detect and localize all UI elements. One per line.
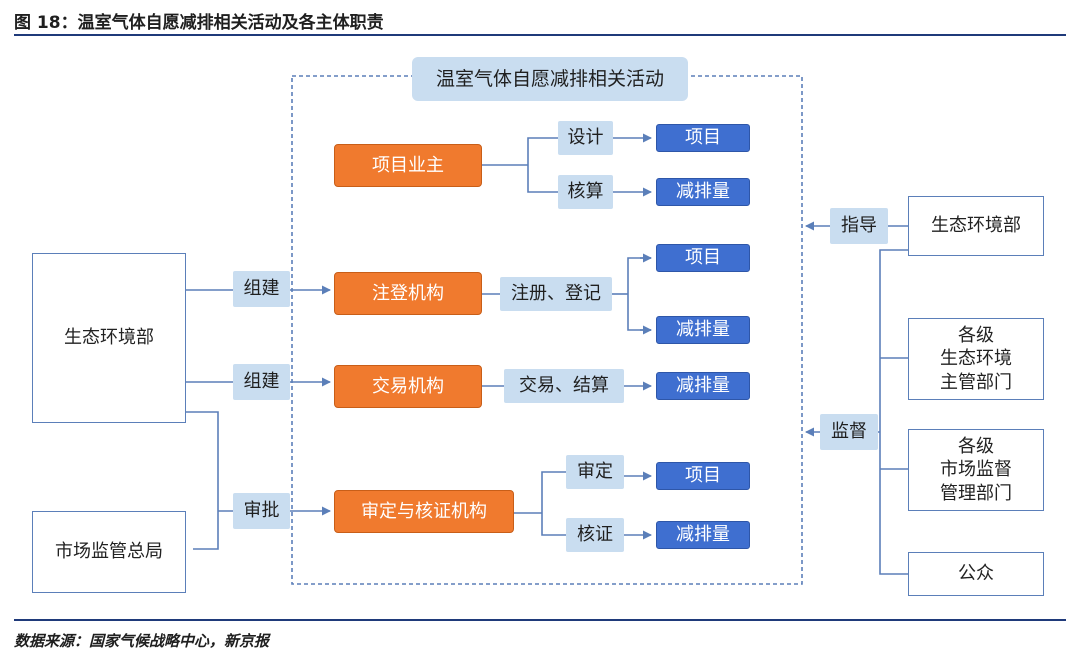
public-box: 公众: [908, 552, 1044, 596]
guide-label: 指导: [830, 208, 888, 244]
exchange-box: 交易机构: [334, 365, 482, 408]
project-owner-box: 项目业主: [334, 144, 482, 187]
output-reduction-3: 减排量: [656, 372, 750, 400]
trade-label: 交易、结算: [504, 369, 624, 403]
build-label-1: 组建: [233, 271, 290, 307]
activity-label: 温室气体自愿减排相关活动: [412, 57, 688, 101]
output-project-2: 项目: [656, 244, 750, 272]
output-reduction-4: 减排量: [656, 521, 750, 549]
calc-label: 核算: [558, 175, 613, 209]
output-reduction-1: 减排量: [656, 178, 750, 206]
build-label-2: 组建: [233, 364, 290, 400]
output-reduction-2: 减排量: [656, 316, 750, 344]
output-project-3: 项目: [656, 462, 750, 490]
supervise-label: 监督: [820, 414, 878, 450]
design-label: 设计: [558, 121, 613, 155]
mee-left-box: 生态环境部: [32, 253, 186, 423]
title-rule: [14, 34, 1066, 36]
registry-box: 注登机构: [334, 272, 482, 315]
local-market-box: 各级 市场监督 管理部门: [908, 429, 1044, 511]
register-label: 注册、登记: [500, 277, 612, 311]
verify-label: 核证: [566, 518, 624, 552]
mee-right-box: 生态环境部: [908, 196, 1044, 256]
source-rule: [14, 619, 1066, 621]
approve-label: 审批: [233, 493, 290, 529]
local-env-box: 各级 生态环境 主管部门: [908, 318, 1044, 400]
validate-label: 审定: [566, 455, 624, 489]
supervise-bracket: [879, 249, 908, 575]
approve-bracket: [186, 411, 219, 550]
verifier-box: 审定与核证机构: [334, 490, 514, 533]
figure-source: 数据来源：国家气候战略中心，新京报: [14, 632, 270, 650]
output-project-1: 项目: [656, 124, 750, 152]
samr-box: 市场监管总局: [32, 511, 186, 593]
figure-title: 图 18：温室气体自愿减排相关活动及各主体职责: [14, 13, 384, 33]
